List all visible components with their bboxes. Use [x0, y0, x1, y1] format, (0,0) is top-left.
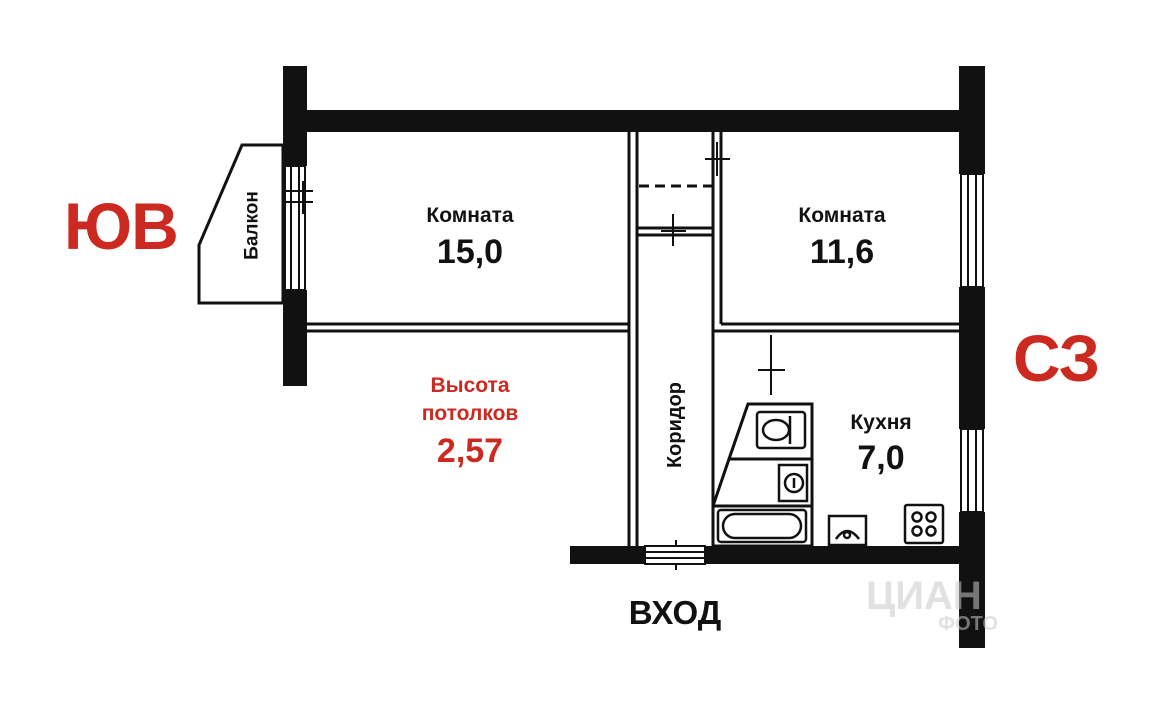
exterior-walls: [283, 66, 985, 648]
ceiling-label-line2: потолков: [421, 402, 519, 425]
watermark-sub: ФОТО: [938, 613, 998, 635]
room-large-area: 15,0: [436, 233, 504, 271]
direction-northwest: СЗ: [1013, 321, 1100, 395]
kitchen-sink-icon: [827, 514, 868, 547]
right-wall-bottom: [959, 512, 985, 648]
corridor-label: Коридор: [664, 381, 686, 469]
room-window-nw: [960, 173, 984, 288]
room-large-name: Комната: [426, 204, 514, 227]
left-wall-lower: [283, 290, 307, 386]
balcony-outline: [197, 143, 285, 305]
entrance-label: ВХОД: [628, 594, 722, 631]
right-wall-middle: [959, 287, 985, 429]
ceiling-label-line1: Высота: [430, 374, 510, 397]
sink-icon: [777, 463, 809, 503]
room-small-area: 11,6: [809, 233, 875, 271]
windows: [283, 165, 984, 513]
bottom-wall-left: [570, 546, 645, 564]
toilet-icon: [755, 410, 807, 450]
partitions: [307, 132, 959, 546]
bathtub-icon: [716, 508, 808, 544]
entrance-door: [644, 545, 706, 565]
kitchen-window: [960, 428, 984, 513]
right-wall-top: [959, 66, 985, 174]
kitchen-name: Кухня: [850, 411, 912, 434]
stove-icon: [903, 503, 945, 545]
ceiling-height-value: 2,57: [436, 432, 504, 470]
room-small-name: Комната: [798, 204, 886, 227]
bottom-wall-right: [705, 546, 965, 564]
direction-southeast: ЮВ: [64, 189, 179, 263]
top-wall: [283, 110, 985, 132]
watermark-logo: ЦИАН: [866, 574, 982, 618]
kitchen-area: 7,0: [857, 439, 905, 477]
balcony-label: Балкон: [241, 191, 263, 260]
